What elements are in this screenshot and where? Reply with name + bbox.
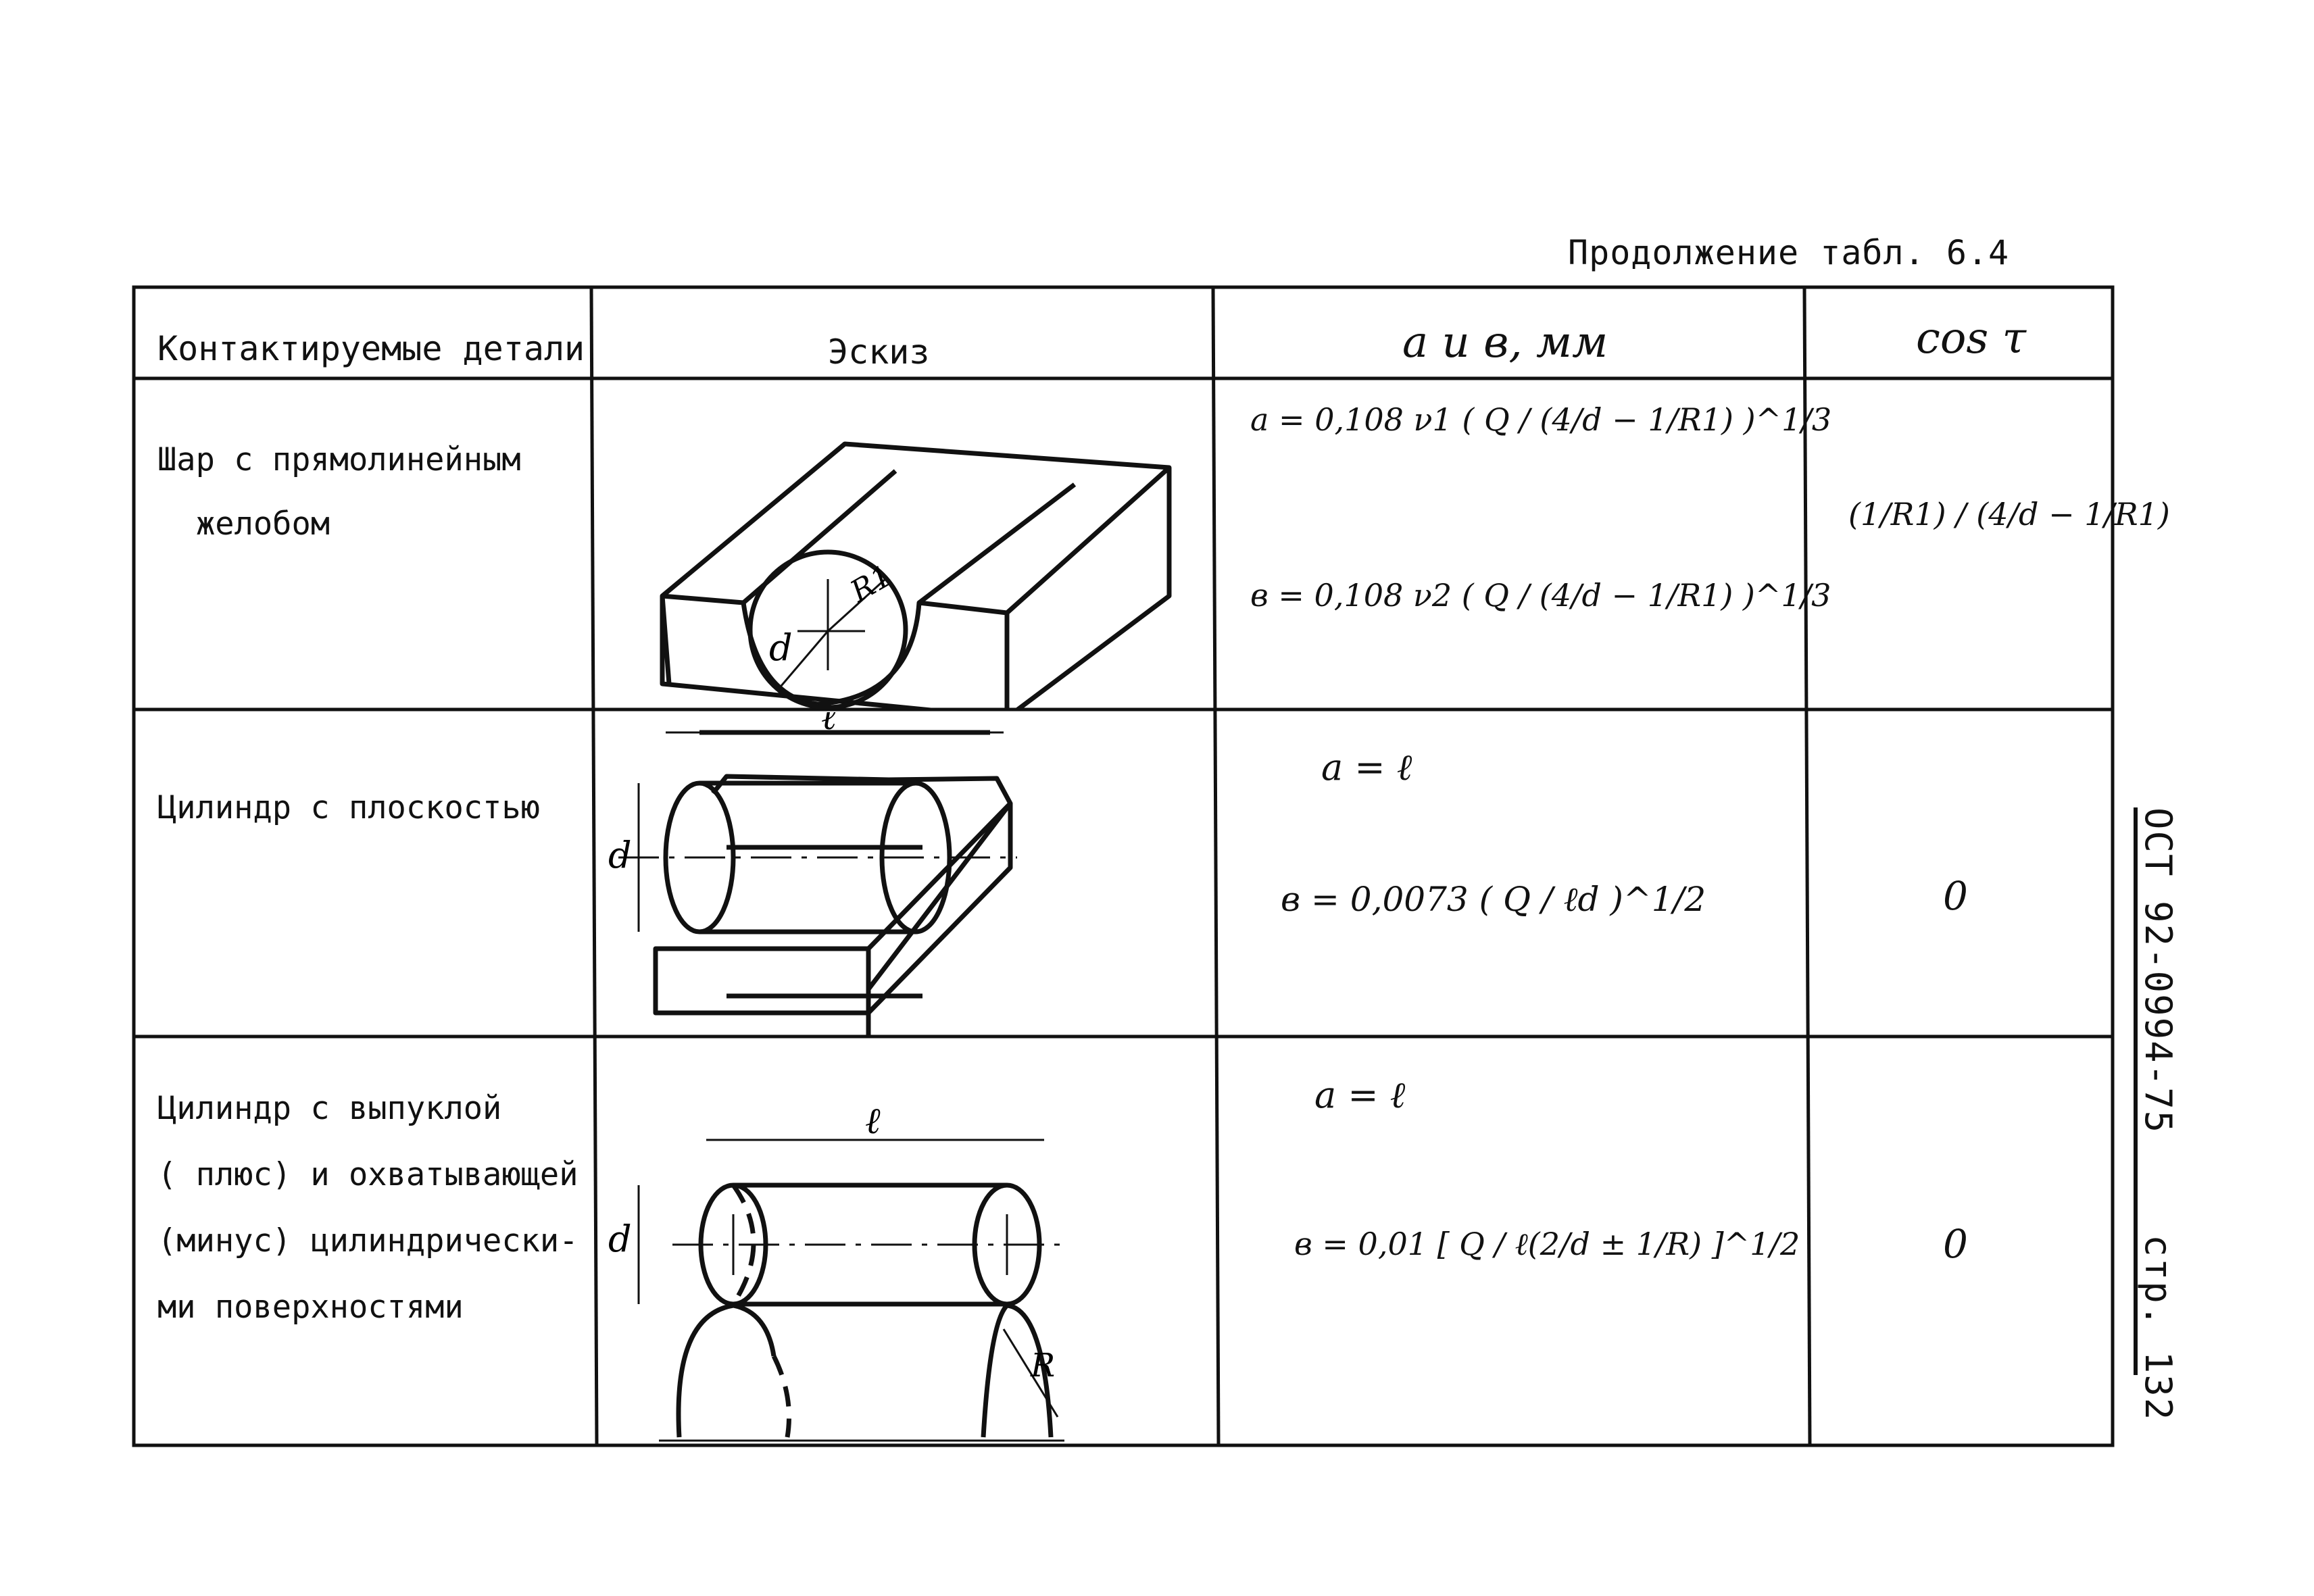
row2-sketch-cylinder-on-plane: ℓ d (608, 712, 1017, 1037)
row1-detail-line1: Шар с прямолинейным (157, 441, 521, 478)
stamp-doc-number: ОСТ 92-0994-75 (2137, 807, 2180, 1134)
row3-formula-a: a = ℓ (1314, 1074, 1406, 1116)
row2-detail-line1: Цилиндр с плоскостью (157, 789, 540, 826)
row3-detail-line1: Цилиндр с выпуклой (157, 1090, 502, 1127)
row2-cos: 0 (1943, 873, 1968, 919)
row2-formula-b: в = 0,0073 ( Q / ℓd )^1/2 (1281, 880, 1706, 919)
stamp-rule (2134, 807, 2138, 1375)
row2-label-l: ℓ (821, 712, 837, 738)
header-contact-parts: Контактируемые детали (157, 329, 585, 368)
stamp-page-number: стр. 132 (2137, 1235, 2180, 1422)
row3-label-d: d (608, 1218, 632, 1260)
row2-formula-a: a = ℓ (1321, 746, 1412, 789)
header-cos: cos τ (1916, 314, 2026, 364)
stamp-text: ОСТ 92-0994-75 стр. 132 (2137, 807, 2180, 1421)
header-sketch: Эскиз (828, 332, 930, 372)
row1-formula-a: a = 0,108 ν1 ( Q / (4/d − 1/R1) )^1/3 (1250, 401, 1832, 438)
side-stamp: ОСТ 92-0994-75 стр. 132 (2132, 807, 2186, 1421)
row3-formula-b: в = 0,01 [ Q / ℓ(2/d ± 1/R) ]^1/2 (1294, 1226, 1800, 1262)
row1-cos: (1/R1) / (4/d − 1/R1) (1848, 496, 2170, 532)
row3-sketch-cylinder-on-cylinders: ℓ d R (608, 1099, 1064, 1442)
row2-label-d: d (608, 834, 632, 876)
row1-detail-line2: желобом (196, 505, 330, 543)
row3-detail-line2: ( плюс) и охватывающей (157, 1156, 578, 1193)
row1-label-r1: R1 (844, 559, 897, 609)
table-lines (132, 285, 2115, 1447)
row1-sketch-ball-in-groove: d R1 (660, 441, 1172, 711)
row3-detail-line4: ми поверхностями (157, 1289, 464, 1326)
row1-label-d: d (769, 626, 793, 669)
row3-label-r: R (1030, 1347, 1055, 1385)
table-caption: Продолжение табл. 6.4 (1568, 233, 2010, 272)
row3-label-l: ℓ (865, 1099, 881, 1142)
row3-detail-line3: (минус) цилиндрически- (157, 1222, 578, 1260)
header-a-b: a и в, мм (1402, 318, 1608, 368)
row1-formula-b: в = 0,108 ν2 ( Q / (4/d − 1/R1) )^1/3 (1250, 577, 1831, 614)
row3-cos: 0 (1943, 1221, 1968, 1267)
data-table: Контактируемые детали Эскиз a и в, мм co… (132, 285, 2170, 1449)
